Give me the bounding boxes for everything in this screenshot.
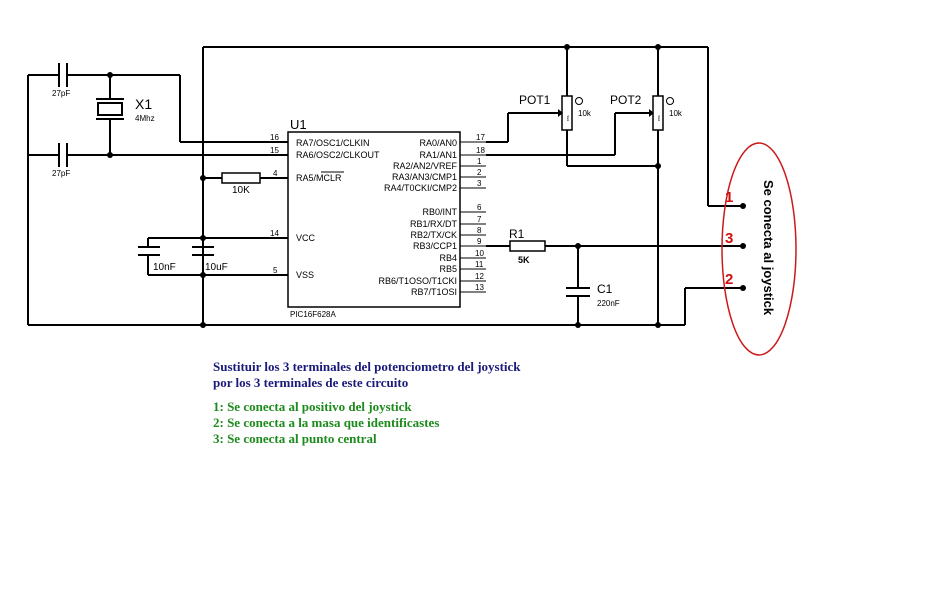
ic-right-pin-stubs	[460, 141, 486, 293]
ic-pin-number: 15	[270, 146, 279, 155]
ic-pin-name: RA5/MCLR	[296, 173, 342, 183]
ic-pin-number: 10	[475, 249, 484, 258]
ic-pin-number: 6	[477, 203, 482, 212]
ic-pin-name: RB7/T1OSI	[411, 287, 457, 297]
crystal-x1: X1 4Mhz	[96, 96, 155, 123]
terminal-number: 1	[725, 189, 733, 206]
ic-pin-name: RB3/CCP1	[413, 241, 457, 251]
ic-pin-name: RA1/AN1	[419, 150, 457, 160]
ic-pin-name: VSS	[296, 270, 314, 280]
terminal-number: 3	[725, 230, 733, 247]
ic-pin-name: RA2/AN2/VREF	[393, 161, 458, 171]
ic-pin-name: RA0/AN0	[419, 138, 457, 148]
pot1-value: 10k	[578, 109, 592, 118]
ic-pin-name: RA4/T0CKI/CMP2	[384, 183, 457, 193]
ic-pin-number: 1	[477, 157, 482, 166]
potentiometer-pot2: res POT2 10k	[610, 93, 683, 131]
ic-pin-name: RB5	[439, 264, 457, 274]
note-line-1: Sustituir los 3 terminales del potenciom…	[213, 359, 521, 374]
output-terminals: 1 3 2	[725, 189, 746, 291]
note-line-2: por los 3 terminales de este circuito	[213, 375, 409, 390]
capacitor-10uf: 10uF	[192, 246, 228, 273]
joystick-callout: Se conecta al joystick	[721, 142, 797, 356]
ic-pin-number: 3	[477, 179, 482, 188]
ic-pin-name: RB6/T1OSO/T1CKI	[378, 276, 457, 286]
ic-pin-number: 16	[270, 133, 279, 142]
ic-part-number: PIC16F628A	[290, 310, 336, 319]
ic-pin-name: RB0/INT	[422, 207, 457, 217]
ic-pin-number: 9	[477, 237, 482, 246]
terminal-number: 2	[725, 271, 733, 288]
note-item-2: 2: Se conecta a la masa que identificast…	[213, 415, 440, 430]
capacitor-10uf-label: 10uF	[205, 262, 228, 273]
crystal-ref: X1	[135, 96, 152, 112]
c1-ref: C1	[597, 282, 613, 296]
ic-pin-number: 11	[475, 260, 484, 269]
c1-value: 220nF	[597, 299, 620, 308]
ic-pin-name: RA6/OSC2/CLKOUT	[296, 150, 380, 160]
capacitor-c1: C1 220nF	[566, 282, 620, 308]
pot2-body-tag: res	[656, 115, 661, 121]
ic-pin-number: 4	[273, 169, 278, 178]
resistor-10k-label: 10K	[232, 185, 250, 196]
pot1-ref: POT1	[519, 93, 551, 107]
potentiometer-pot1: res POT1 10k	[519, 93, 592, 131]
junction-dots	[107, 44, 661, 328]
ic-pin-name: RA7/OSC1/CLKIN	[296, 138, 370, 148]
ic-ref: U1	[290, 117, 307, 132]
capacitor-10nf-label: 10nF	[153, 262, 176, 273]
ic-pin-number: 14	[270, 229, 279, 238]
ic-pin-number: 2	[477, 168, 482, 177]
note-item-3: 3: Se conecta al punto central	[213, 431, 377, 446]
crystal-value: 4Mhz	[135, 114, 155, 123]
capacitor-10nf: 10nF	[138, 246, 176, 273]
ic-pin-number: 17	[476, 133, 485, 142]
ic-pin-number: 12	[475, 272, 484, 281]
ic-pin-name: RA3/AN3/CMP1	[392, 172, 457, 182]
joystick-label: Se conecta al joystick	[761, 180, 776, 316]
wiring	[27, 46, 742, 326]
ic-pin-name: RB1/RX/DT	[410, 219, 458, 229]
ic-pin-number: 18	[476, 146, 485, 155]
capacitor-27pf-bottom-label: 27pF	[52, 169, 70, 178]
capacitor-27pf-bottom: 27pF	[52, 143, 70, 178]
r1-value: 5K	[518, 255, 530, 265]
ic-pin-name: RB4	[439, 253, 457, 263]
r1-ref: R1	[509, 227, 525, 241]
pot1-body-tag: res	[565, 115, 570, 121]
ic-pin-number: 7	[477, 215, 482, 224]
note-item-1: 1: Se conecta al positivo del joystick	[213, 399, 412, 414]
resistor-10k: 10K	[221, 172, 261, 196]
resistor-r1: R1 5K	[509, 227, 546, 265]
ic-pin-number: 5	[273, 266, 278, 275]
pot2-ref: POT2	[610, 93, 642, 107]
capacitor-27pf-top: 27pF	[52, 63, 70, 98]
instruction-notes: Sustituir los 3 terminales del potenciom…	[213, 359, 521, 447]
ic-pin-name: RB2/TX/CK	[410, 230, 457, 240]
capacitor-27pf-top-label: 27pF	[52, 89, 70, 98]
pot2-value: 10k	[669, 109, 683, 118]
ic-pin-number: 13	[475, 283, 484, 292]
ic-pin-number: 8	[477, 226, 482, 235]
ic-u1: U1 PIC16F628A 16 15 4 14 5 RA7/OSC1/CLKI…	[270, 117, 485, 319]
ic-pin-name: VCC	[296, 233, 316, 243]
